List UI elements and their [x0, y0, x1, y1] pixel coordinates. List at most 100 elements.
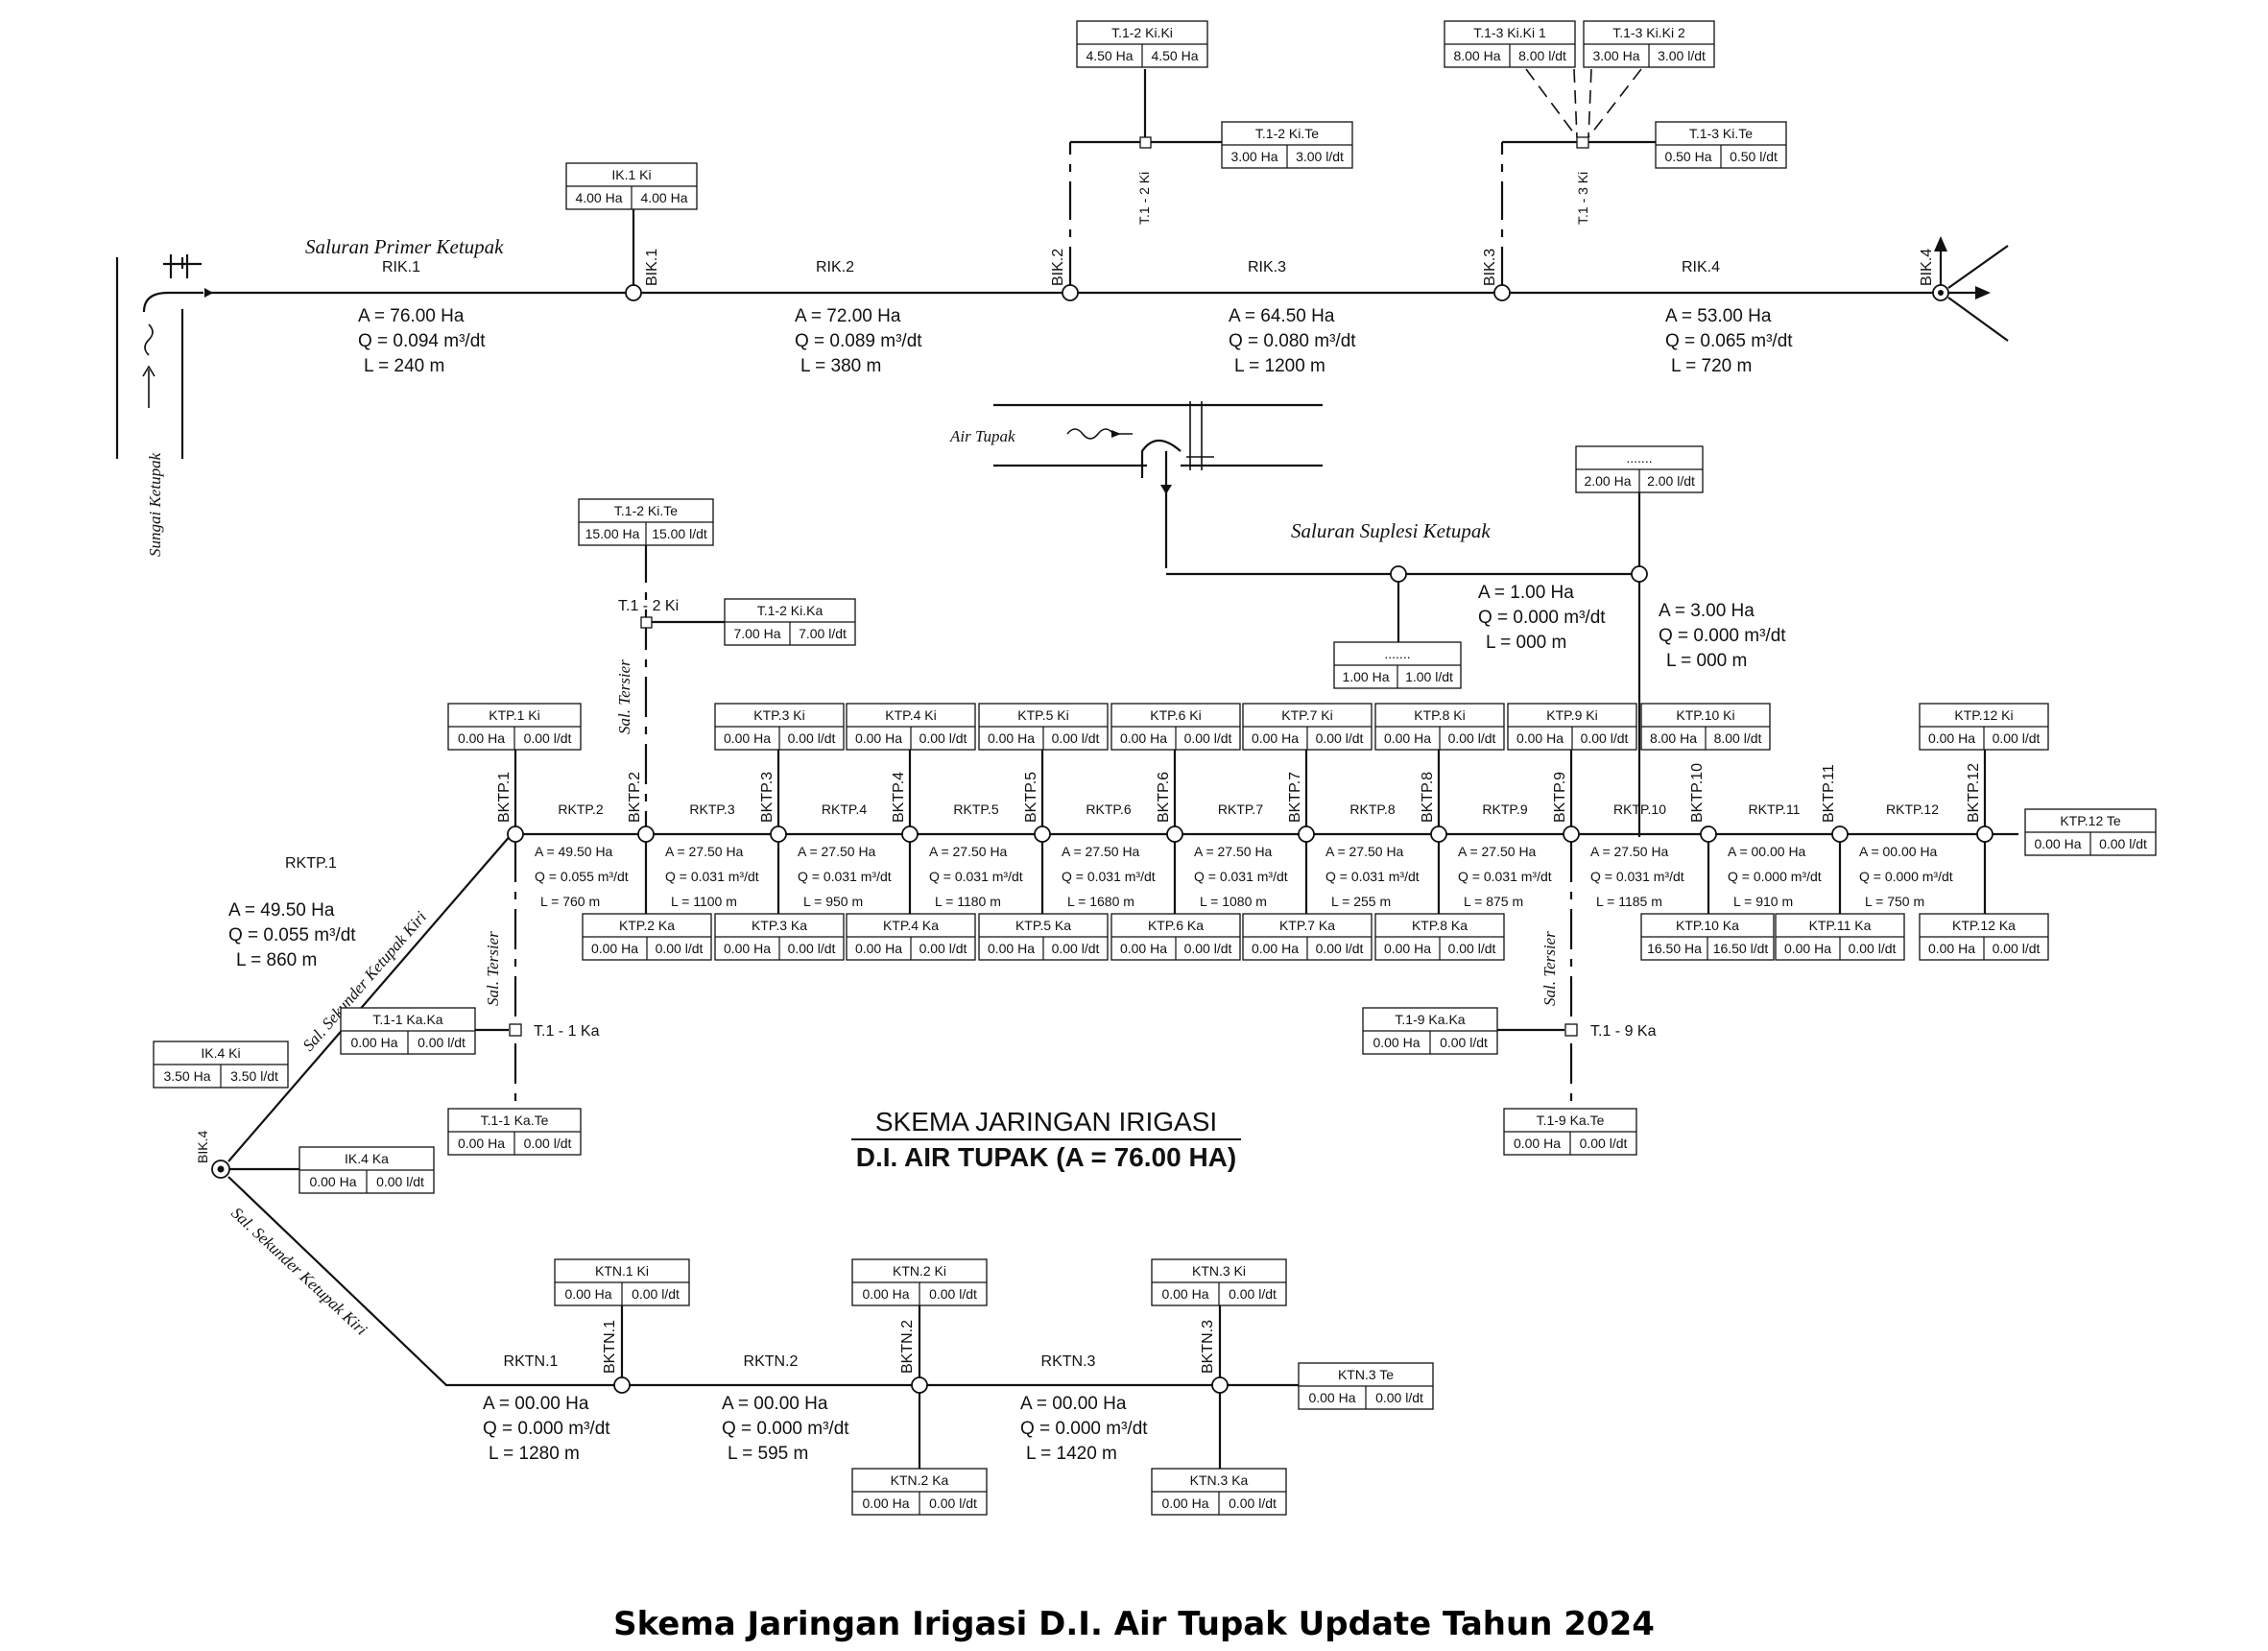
- box-flow: 0.00 l/dt: [376, 1174, 424, 1189]
- bktn-nodes: [613, 1376, 1229, 1394]
- bik2-node: [1062, 284, 1079, 301]
- bktp-node: [1430, 826, 1447, 843]
- t13kiki2-diag: [1588, 68, 1642, 138]
- rktp-segment-area: A = 27.50 Ha: [665, 844, 744, 859]
- bktp-label: BKTP.1: [496, 772, 513, 823]
- box-area: 0.00 Ha: [458, 730, 505, 746]
- box-flow: 3.00 l/dt: [1658, 48, 1706, 63]
- bik4-left-label: BIK.4: [195, 1131, 210, 1163]
- rktn-segment-flow: Q = 0.000 m³/dt: [1020, 1419, 1148, 1439]
- rktp-segment-name: RKTP.6: [1086, 802, 1131, 817]
- bktp-node: [1831, 826, 1849, 843]
- box-area: 0.00 Ha: [1373, 1035, 1420, 1050]
- secondary-upper-diag: [227, 833, 513, 1162]
- bik3-label: BIK.3: [1482, 249, 1498, 286]
- box-name: KTP.7 Ka: [1279, 918, 1335, 933]
- suplesi-node-2: [1631, 565, 1648, 583]
- box-flow: 1.00 l/dt: [1405, 669, 1453, 684]
- box-name: KTP.5 Ka: [1015, 918, 1071, 933]
- tersier-3-label: Sal. Tersier: [1540, 931, 1559, 1006]
- bktp-label: BKTP.10: [1689, 763, 1706, 823]
- box-area: 0.00 Ha: [862, 1286, 909, 1302]
- box-name: KTP.6 Ka: [1148, 918, 1204, 933]
- suplesi-segment-2: A = 3.00 Ha Q = 0.000 m³/dt L = 000 m: [1659, 601, 1786, 671]
- box-name: .......: [1626, 450, 1652, 466]
- t12ki-mid-label: T.1 - 2 Ki: [618, 598, 679, 614]
- primary-segment-length: L = 1200 m: [1234, 356, 1325, 376]
- box-flow: 3.00 l/dt: [1296, 149, 1344, 164]
- air-tupak-wave: [1066, 428, 1133, 440]
- box-flow: 0.00 l/dt: [524, 730, 572, 746]
- bktp-label: BKTP.11: [1821, 764, 1837, 823]
- rktp-segment-flow: Q = 0.031 m³/dt: [1194, 869, 1288, 884]
- box-flow: 0.00 l/dt: [1993, 941, 2041, 956]
- rktp-segment-flow: Q = 0.031 m³/dt: [1325, 869, 1420, 884]
- rktp-segment-name: RKTP.10: [1613, 802, 1666, 817]
- box-flow: 0.00 l/dt: [919, 941, 967, 956]
- primary-segment-area: A = 76.00 Ha: [358, 306, 465, 326]
- bktp-node: [637, 826, 655, 843]
- bktn-node: [1211, 1376, 1229, 1394]
- rktn-segment-flow: Q = 0.000 m³/dt: [483, 1419, 610, 1439]
- box-area: 0.00 Ha: [1384, 941, 1431, 956]
- tersier-2-label: Sal. Tersier: [484, 931, 502, 1006]
- rktp-segment-flow: Q = 0.031 m³/dt: [929, 869, 1023, 884]
- box-flow: 4.00 Ha: [640, 190, 687, 205]
- box-name: IK.4 Ki: [201, 1045, 240, 1061]
- box-name: KTP.12 Ka: [1952, 918, 2016, 933]
- box-area: 7.00 Ha: [733, 626, 780, 641]
- river-label: Sungai Ketupak: [146, 452, 164, 557]
- box-area: 0.00 Ha: [988, 730, 1035, 746]
- air-tupak-wave-arrow: [1111, 430, 1121, 438]
- rktp-segment-length: L = 950 m: [803, 894, 863, 909]
- box-name: T.1-2 Ki.Ki: [1111, 25, 1173, 40]
- box-name: T.1-2 Ki.Ka: [757, 603, 824, 618]
- primary-segment-flow: Q = 0.065 m³/dt: [1665, 331, 1793, 351]
- rktp-segment-flow: Q = 0.055 m³/dt: [535, 869, 629, 884]
- primary-segment-name: RIK.4: [1682, 259, 1720, 275]
- box-flow: 8.00 l/dt: [1714, 730, 1762, 746]
- box-name: IK.1 Ki: [611, 167, 651, 182]
- rktp-segment-length: L = 910 m: [1733, 894, 1793, 909]
- rktp-segment-name: RKTP.3: [689, 802, 734, 817]
- suplesi-node-1: [1390, 565, 1407, 583]
- box-name: KTP.10 Ki: [1676, 707, 1734, 723]
- rktp-segment-area: A = 27.50 Ha: [929, 844, 1008, 859]
- bik4-branch-up: [1947, 245, 2009, 289]
- rktp-segment-flow: Q = 0.031 m³/dt: [798, 869, 892, 884]
- box-flow: 0.00 l/dt: [1184, 941, 1232, 956]
- primary-segment-length: L = 720 m: [1671, 356, 1752, 376]
- box-name: T.1-1 Ka.Te: [481, 1113, 549, 1128]
- t19ka-label: T.1 - 9 Ka: [1590, 1023, 1657, 1040]
- box-area: 15.00 Ha: [585, 526, 640, 541]
- box-name: .......: [1384, 646, 1410, 661]
- box-name: KTN.2 Ka: [891, 1472, 949, 1488]
- rktp-segment-name: RKTP.12: [1886, 802, 1939, 817]
- box-name: KTN.1 Ki: [595, 1263, 649, 1279]
- box-flow: 0.00 l/dt: [2099, 836, 2147, 851]
- box-area: 0.00 Ha: [1120, 730, 1167, 746]
- rktp1-area: A = 49.50 Ha: [228, 900, 335, 921]
- rktn-segment-length: L = 595 m: [728, 1444, 808, 1464]
- t12ki-mid-box: [640, 616, 653, 629]
- rktp1-name: RKTP.1: [285, 855, 337, 872]
- primary-segment-area: A = 64.50 Ha: [1229, 306, 1335, 326]
- rktp-segment-area: A = 49.50 Ha: [535, 844, 613, 859]
- box-area: 4.50 Ha: [1086, 48, 1133, 63]
- primary-segment-area: A = 53.00 Ha: [1665, 306, 1772, 326]
